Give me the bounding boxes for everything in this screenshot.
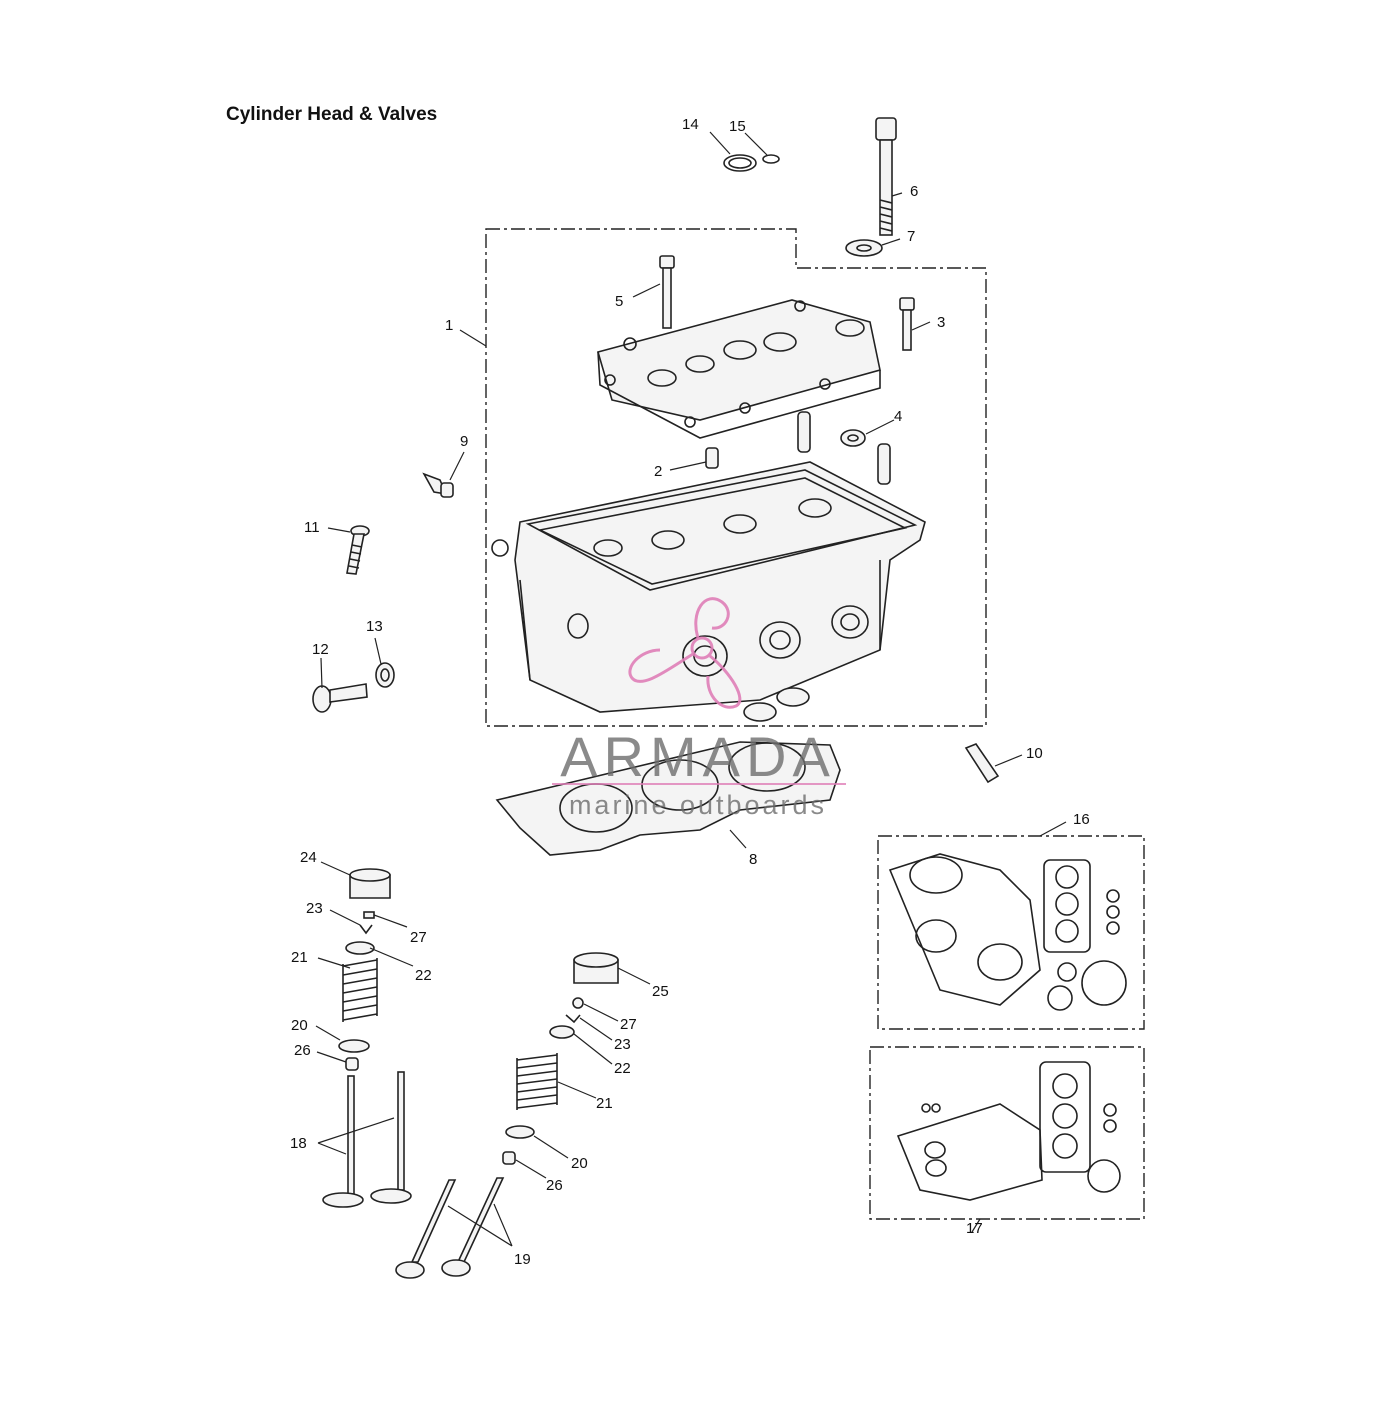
- dowel-part-2: [705, 447, 719, 469]
- collet-part-27: [363, 911, 375, 919]
- callout-21-right: 21: [596, 1095, 613, 1112]
- callout-10: 10: [1026, 745, 1043, 762]
- collet-part-23: [359, 924, 373, 935]
- gasket-kit-box-17: [869, 1046, 1145, 1220]
- o-ring-part-14: [723, 154, 757, 172]
- callout-5: 5: [615, 293, 623, 310]
- callout-16: 16: [1073, 811, 1090, 828]
- spring-retainer-part-22b: [549, 1025, 575, 1039]
- stem-seal-part-26: [345, 1057, 359, 1071]
- callout-22-left: 22: [415, 967, 432, 984]
- callout-6: 6: [910, 183, 918, 200]
- callout-12: 12: [312, 641, 329, 658]
- callout-19: 19: [514, 1251, 531, 1268]
- cam-carrier: [597, 299, 881, 439]
- washer-part-7: [845, 239, 883, 257]
- callout-22-right: 22: [614, 1060, 631, 1077]
- seal-part-13: [375, 662, 395, 688]
- callout-2: 2: [654, 463, 662, 480]
- callout-21-left: 21: [291, 949, 308, 966]
- gasket-kit-part-16: [888, 853, 1127, 1011]
- callout-27-right: 27: [620, 1016, 637, 1033]
- bolt-part-11: [346, 525, 370, 575]
- callout-13: 13: [366, 618, 383, 635]
- callout-23-right: 23: [614, 1036, 631, 1053]
- bucket-tappet-part-25: [573, 952, 619, 984]
- callout-18: 18: [290, 1135, 307, 1152]
- collet-part-23b: [565, 1014, 581, 1024]
- callout-7: 7: [907, 228, 915, 245]
- callout-8: 8: [749, 851, 757, 868]
- callout-26-right: 26: [546, 1177, 563, 1194]
- spring-seat-part-20b: [505, 1125, 535, 1139]
- valve-spring-part-21b: [516, 1053, 558, 1110]
- callout-25: 25: [652, 983, 669, 1000]
- gasket-kit-part-17: [896, 1061, 1121, 1201]
- valve-spring-part-21: [342, 958, 378, 1022]
- callout-4: 4: [894, 408, 902, 425]
- callout-23-left: 23: [306, 900, 323, 917]
- callout-15: 15: [729, 118, 746, 135]
- callout-27-left: 27: [410, 929, 427, 946]
- callout-14: 14: [682, 116, 699, 133]
- seal-part-4: [840, 429, 866, 447]
- bolt-part-5: [659, 255, 675, 329]
- valve-part-19: [395, 1177, 505, 1279]
- collet-part-27b: [572, 997, 584, 1009]
- gasket-kit-box-16: [877, 835, 1145, 1030]
- spring-seat-part-20: [338, 1039, 370, 1053]
- bolt-part-3: [899, 297, 915, 351]
- callout-26-left: 26: [294, 1042, 311, 1059]
- callout-20-right: 20: [571, 1155, 588, 1172]
- callout-1: 1: [445, 317, 453, 334]
- cylinder-head: [491, 461, 926, 713]
- bucket-tappet-part-24: [349, 868, 391, 899]
- watermark-tagline: marine outboards: [569, 790, 827, 820]
- stud-part-10: [964, 743, 1000, 784]
- fitting-part-9: [422, 472, 454, 498]
- assembly-boundary-1: [485, 228, 987, 727]
- bolt-part-12: [312, 683, 368, 713]
- callout-11: 11: [304, 519, 320, 536]
- seal-part-15: [762, 154, 780, 164]
- watermark-brand: ARMADA: [560, 725, 836, 788]
- stem-seal-part-26b: [502, 1151, 516, 1165]
- callout-9: 9: [460, 433, 468, 450]
- spring-retainer-part-22: [345, 941, 375, 955]
- watermark-logo: [628, 597, 742, 709]
- diagram-title: Cylinder Head & Valves: [226, 104, 438, 125]
- callout-24: 24: [300, 849, 317, 866]
- callout-20-left: 20: [291, 1017, 308, 1034]
- callout-17: 17: [966, 1220, 983, 1237]
- callout-3: 3: [937, 314, 945, 331]
- valve-part-18: [322, 1071, 412, 1208]
- long-bolt-part-6: [875, 117, 897, 236]
